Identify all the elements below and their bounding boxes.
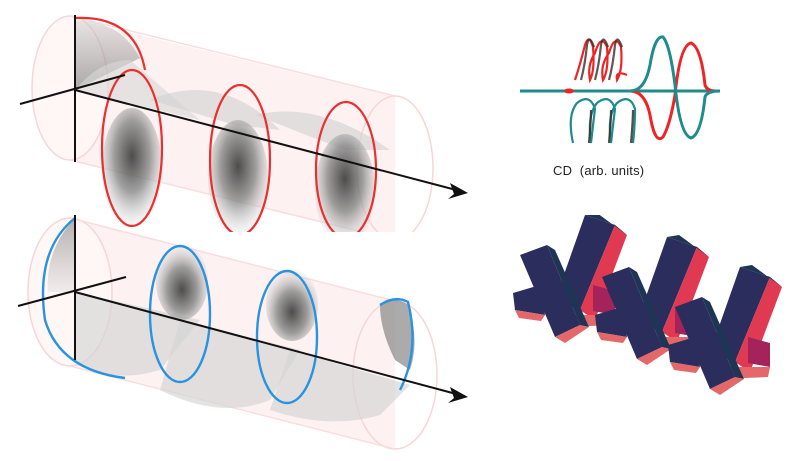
- chiral-block-1: [513, 215, 627, 343]
- axes: [17, 215, 461, 396]
- red-helix-curve: [74, 16, 378, 232]
- field-vectors: [75, 20, 390, 232]
- left-helix-loops: [573, 38, 628, 84]
- cd-spectrum-schematic: [520, 35, 721, 144]
- blue-helix-curve: [41, 217, 414, 405]
- chiral-molecule-blocks: [513, 215, 782, 395]
- cd-curve-teal: [629, 35, 721, 140]
- propagation-arrowhead: [448, 387, 468, 403]
- red-helix-diagram: [19, 15, 468, 232]
- axes: [19, 15, 461, 192]
- blue-helix-diagram: [17, 215, 468, 450]
- chiral-block-3: [668, 265, 782, 395]
- right-circular-wave-panel: [0, 0, 480, 232]
- right-helix-loops: [569, 98, 637, 144]
- origin-marker: [564, 88, 574, 94]
- cd-schematic-panel: [515, 25, 730, 160]
- chiral-block-2: [595, 235, 709, 365]
- chiral-blocks-panel: [505, 215, 785, 415]
- left-circular-wave-panel: [0, 210, 480, 461]
- propagation-arrowhead: [448, 183, 468, 199]
- cd-axis-label: CD (arb. units): [553, 163, 645, 178]
